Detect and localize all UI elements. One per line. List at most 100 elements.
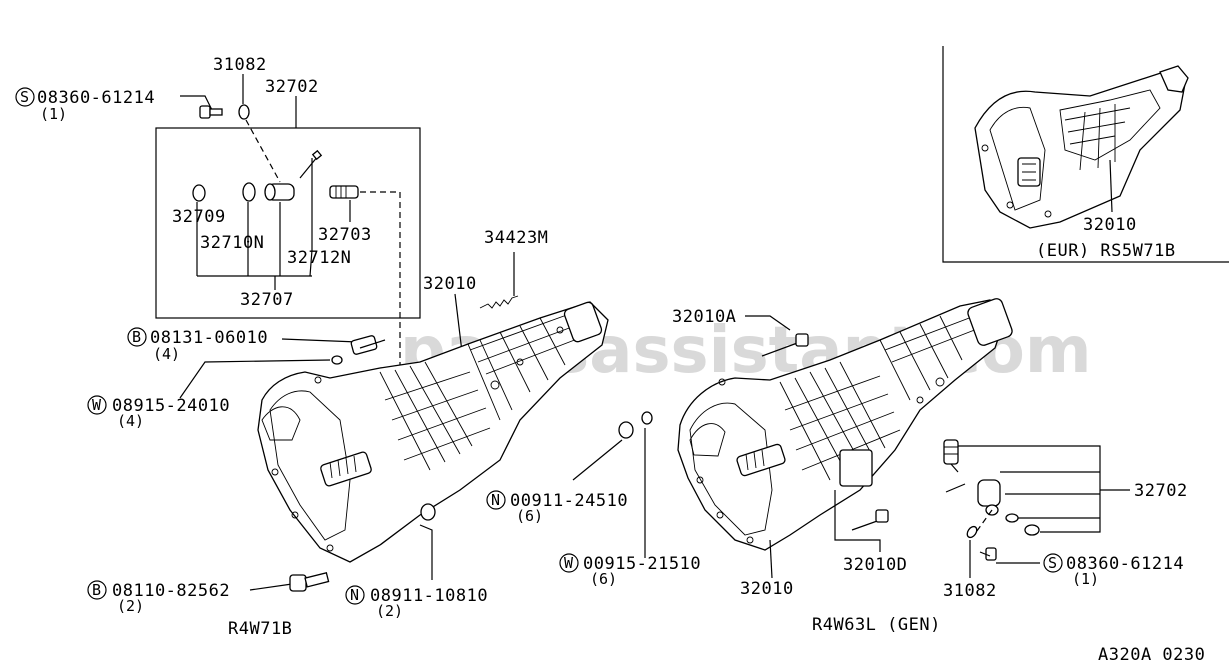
prefix-b-circle-2 (87, 580, 107, 600)
prefix-w-mark-2: W (564, 554, 574, 572)
qty-08911-10810: (2) (376, 602, 403, 620)
label-32010-mid: 32010 (740, 579, 794, 599)
label-00915-21510: 00915-21510 (583, 554, 701, 574)
diagram-code: A320A 0230 (1098, 645, 1205, 665)
label-08131-06010: 08131-06010 (150, 328, 268, 348)
qty-00911-24510: (6) (516, 507, 543, 525)
leader-00911-24510 (572, 439, 623, 481)
seal-31082-right (966, 525, 978, 539)
qty-08360-61214-right: (1) (1072, 570, 1099, 588)
fasteners-left: B 08131-06010 (4) W 08915-24010 (4) B 08… (87, 327, 488, 639)
prefix-w-circle-2 (559, 553, 579, 573)
transmission-r4w63l: 32010A 32010 32010D R4 (672, 298, 1013, 635)
leader-32712n-pin (309, 158, 313, 277)
bracket-32702-right (958, 445, 1101, 533)
switch-body-right (945, 479, 1040, 536)
seal-31082-top (238, 104, 250, 120)
label-08360-61214-top: 08360-61214 (37, 88, 155, 108)
dashed-link-32703 (360, 191, 401, 375)
fasteners-mid: N 00911-24510 (6) W 00915-21510 (6) (486, 411, 701, 588)
prefix-n-circle-2 (486, 490, 506, 510)
leader-32010a (745, 315, 791, 331)
bolt-08110-82562 (289, 572, 330, 592)
qty-08915-24010: (4) (117, 412, 144, 430)
qty-00915-21510: (6) (590, 570, 617, 588)
leader-08360-top (180, 95, 213, 111)
leader-08131-06010 (281, 338, 359, 343)
label-model-mid: R4W63L (GEN) (812, 615, 941, 635)
switch-plate-mid (839, 449, 873, 487)
leader-08110-82562 (249, 583, 293, 591)
prefix-s-mark: S (20, 88, 29, 106)
transmission-r4w71b: 34423M 32010 (257, 228, 609, 563)
label-32010a: 32010A (672, 307, 736, 327)
label-32702-top: 32702 (265, 77, 319, 97)
prefix-b-circle-1 (127, 327, 147, 347)
nut-08911-10810 (420, 503, 436, 521)
leader-32010-mid (769, 539, 773, 579)
qty-08131-06010: (4) (153, 345, 180, 363)
inset-border (942, 46, 1229, 263)
stud-32010d (851, 509, 889, 531)
label-32010d: 32010D (843, 555, 907, 575)
prefix-b-mark-2: B (92, 581, 101, 599)
label-34423m: 34423M (484, 228, 548, 248)
prefix-s-circle-2 (1043, 553, 1063, 573)
nut-00911-24510 (618, 421, 634, 439)
label-model-left: R4W71B (228, 619, 292, 639)
leader-32010d (834, 490, 881, 552)
qty-08360-61214-top: (1) (40, 105, 67, 123)
leader-08915-24010 (179, 359, 331, 399)
dashed-link-31082 (245, 119, 281, 183)
prefix-b-mark-1: B (132, 328, 141, 346)
label-32709: 32709 (172, 207, 226, 227)
input-shaft-left (320, 451, 372, 487)
label-08110-82562: 08110-82562 (112, 581, 230, 601)
bolt-08360-top (199, 105, 223, 119)
inset-transmission (974, 65, 1189, 229)
input-shaft-mid (736, 443, 786, 477)
prefix-w-circle-1 (87, 395, 107, 415)
label-31082-right: 31082 (943, 581, 997, 601)
spring-34423m (479, 295, 519, 309)
leader-32010-left (454, 293, 463, 353)
label-08360-61214-right: 08360-61214 (1066, 554, 1184, 574)
sensor-32703 (329, 185, 359, 199)
inset-panel: 32010 (EUR) RS5W71B (942, 46, 1229, 263)
bolt-08131-06010 (350, 335, 386, 355)
label-32010-left: 32010 (423, 274, 477, 294)
subassembly-box (155, 127, 421, 319)
leader-32010-inset (1109, 159, 1113, 213)
switch-assembly-right: 32702 31082 S 08360-61214 (1) (943, 439, 1188, 601)
label-32010-inset: 32010 (1083, 215, 1137, 235)
label-model-inset: (EUR) RS5W71B (1036, 241, 1176, 261)
label-32703: 32703 (318, 225, 372, 245)
label-32712n: 32712N (287, 248, 351, 268)
rear-extension-left (563, 301, 603, 343)
prefix-n-mark-1: N (350, 586, 359, 604)
washer-08915-24010 (331, 355, 343, 365)
label-31082-top: 31082 (213, 55, 267, 75)
leader-08911-10810 (419, 524, 433, 580)
washer-00915-21510 (641, 411, 653, 425)
label-32710n: 32710N (200, 233, 264, 253)
prefix-n-circle-1 (345, 585, 365, 605)
label-32707: 32707 (240, 290, 294, 310)
rear-extension-mid (967, 298, 1013, 346)
label-08911-10810: 08911-10810 (370, 586, 488, 606)
sensor-right (943, 439, 959, 473)
switch-body (192, 149, 323, 202)
prefix-w-mark-1: W (92, 396, 102, 414)
bolt-08360-right (979, 547, 997, 561)
bell-housing-mid (677, 299, 1006, 551)
subassembly-32702: S 08360-61214 (1) 31082 32702 (15, 55, 426, 379)
label-00911-24510: 00911-24510 (510, 491, 628, 511)
label-08915-24010: 08915-24010 (112, 396, 230, 416)
label-32702-right: 32702 (1134, 481, 1188, 501)
qty-08110-82562: (2) (117, 597, 144, 615)
prefix-n-mark-2: N (491, 491, 500, 509)
stud-32010a (761, 333, 809, 357)
prefix-s-circle (15, 87, 35, 107)
prefix-s-mark-2: S (1048, 554, 1057, 572)
